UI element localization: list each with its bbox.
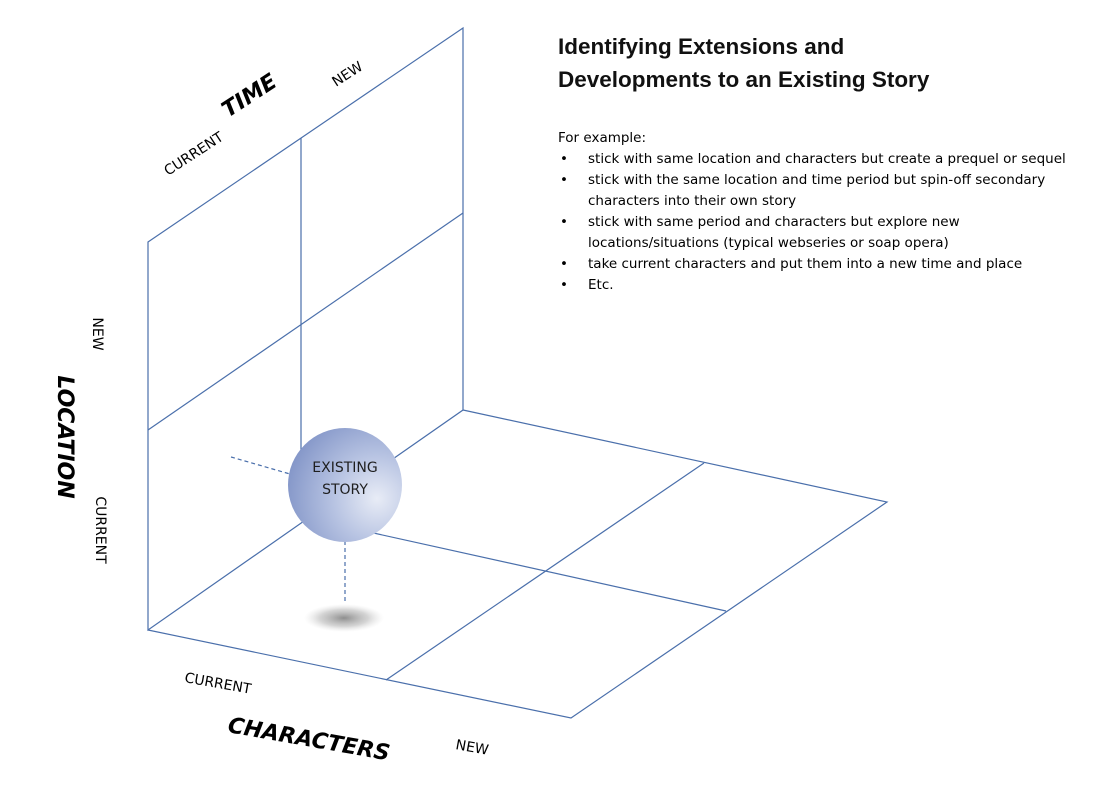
floor-grid — [147, 409, 889, 719]
existing-story-label-line1: EXISTING — [312, 460, 377, 476]
list-item: • stick with same location and characters… — [558, 149, 1088, 170]
time-current-label: CURRENT — [161, 129, 227, 179]
title-line-1: Identifying Extensions and — [558, 34, 845, 59]
list-item-text: take current characters and put them int… — [588, 256, 1023, 272]
info-panel: Identifying Extensions and Developments … — [558, 30, 1098, 296]
location-current-label: CURRENT — [92, 496, 108, 564]
characters-axis-label: CHARACTERS — [226, 713, 392, 766]
list-item: • Etc. — [558, 275, 1088, 296]
list-item: • take current characters and put them in… — [558, 254, 1088, 275]
back-wall-outline — [147, 26, 464, 632]
characters-current-label: CURRENT — [183, 670, 253, 698]
sphere-shadow — [304, 604, 384, 632]
bullet-icon: • — [560, 151, 568, 167]
existing-story-sphere — [288, 428, 402, 542]
time-new-label: NEW — [329, 59, 366, 91]
list-item-text: stick with same location and characters … — [588, 151, 1066, 167]
location-axis-label: LOCATION — [52, 375, 77, 498]
back-wall-location-divider — [147, 212, 464, 431]
time-axis-label: TIME — [218, 69, 282, 123]
title-line-2: Developments to an Existing Story — [558, 67, 930, 92]
characters-new-label: NEW — [454, 737, 490, 759]
example-list: • stick with same location and characters… — [558, 149, 1098, 296]
back-wall-grid — [147, 26, 464, 632]
sphere-guide-horizontal — [230, 456, 291, 475]
existing-story-label-line2: STORY — [322, 482, 368, 498]
list-item-text: Etc. — [588, 277, 614, 293]
list-item-text: stick with the same location and time pe… — [588, 172, 1046, 209]
bullet-icon: • — [560, 256, 568, 272]
location-new-label: NEW — [89, 317, 105, 350]
bullet-icon: • — [560, 172, 568, 188]
list-item: • stick with the same location and time p… — [558, 170, 1088, 212]
list-item-text: stick with same period and characters bu… — [588, 214, 960, 251]
floor-outline — [147, 409, 889, 719]
bullet-icon: • — [560, 277, 568, 293]
page-title: Identifying Extensions and Developments … — [558, 30, 1098, 96]
list-item: • stick with same period and characters b… — [558, 212, 1088, 254]
intro-text: For example: — [558, 130, 647, 146]
bullet-icon: • — [560, 214, 568, 230]
